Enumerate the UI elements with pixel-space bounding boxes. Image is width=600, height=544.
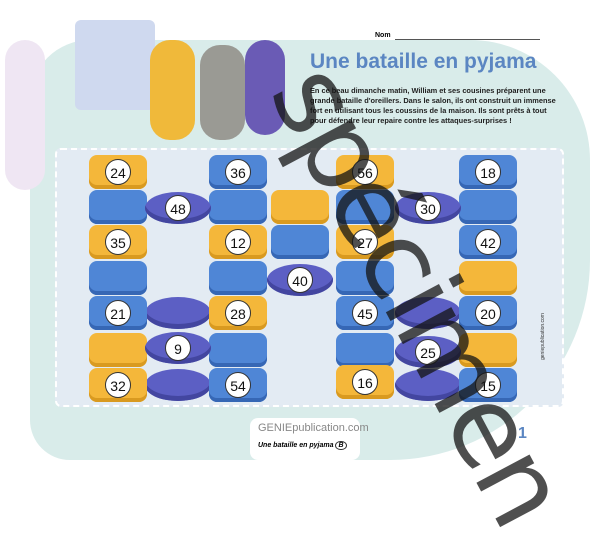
round-cushion (145, 297, 211, 329)
pillow: 35 (89, 225, 147, 259)
pillow: 28 (209, 296, 267, 330)
name-label: Nom (375, 32, 391, 39)
pillow-number: 36 (225, 159, 251, 185)
pillow: 24 (89, 155, 147, 189)
pillow-number: 30 (415, 195, 441, 221)
pillow: 54 (209, 368, 267, 402)
pillow (336, 261, 394, 295)
round-cushion (145, 369, 211, 401)
pillow (89, 333, 147, 367)
penguin-character-illustration (245, 40, 285, 135)
round-cushion: 40 (267, 264, 333, 296)
pillow (89, 190, 147, 224)
pillow-number: 25 (415, 339, 441, 365)
pillow-number: 56 (352, 159, 378, 185)
pillow-number: 32 (105, 372, 131, 398)
round-cushion (395, 369, 461, 401)
pillow: 42 (459, 225, 517, 259)
pillow: 36 (209, 155, 267, 189)
page-number: 1 (518, 425, 527, 442)
living-room-illustration (75, 20, 155, 110)
round-cushion: 9 (145, 332, 211, 364)
unicorn-character-illustration (5, 40, 45, 190)
pillow: 15 (459, 368, 517, 402)
pillow (336, 190, 394, 224)
pillow: 27 (336, 225, 394, 259)
pillow: 21 (89, 296, 147, 330)
raccoon-character-illustration (200, 45, 245, 140)
pillow-number: 48 (165, 195, 191, 221)
pillow (209, 261, 267, 295)
worksheet-subtitle: Une bataille en pyjama (258, 442, 334, 449)
pillow-number: 20 (475, 300, 501, 326)
pillow-number: 35 (105, 229, 131, 255)
pillow-number: 9 (165, 335, 191, 361)
publisher-logo: GENIEpublication.com Une bataille en pyj… (250, 418, 369, 460)
pillow (459, 190, 517, 224)
tiger-character-illustration (150, 40, 195, 140)
pillow: 16 (336, 365, 394, 399)
pillow: 45 (336, 296, 394, 330)
pillow-number: 40 (287, 267, 313, 293)
pillow-number: 16 (352, 369, 378, 395)
round-cushion: 48 (145, 192, 211, 224)
logo-text: GENIEpublication.com (258, 422, 369, 434)
pillow-number: 27 (352, 229, 378, 255)
pillow-number: 21 (105, 300, 131, 326)
pillow-number: 42 (475, 229, 501, 255)
pillow (271, 225, 329, 259)
round-cushion (395, 297, 461, 329)
name-field[interactable] (395, 39, 540, 40)
pillow (209, 190, 267, 224)
pillow: 20 (459, 296, 517, 330)
pillow-number: 15 (475, 372, 501, 398)
pillow-number: 18 (475, 159, 501, 185)
page-title: Une bataille en pyjama (310, 50, 537, 73)
pillow: 32 (89, 368, 147, 402)
pillow-number: 54 (225, 372, 251, 398)
side-url: geniepublication.com (540, 313, 546, 360)
pillow (459, 261, 517, 295)
pillow (336, 333, 394, 367)
pillow (459, 333, 517, 367)
pillow (271, 190, 329, 224)
pillow-number: 24 (105, 159, 131, 185)
level-badge: B (335, 441, 347, 450)
round-cushion: 30 (395, 192, 461, 224)
pillow (89, 261, 147, 295)
pillow-number: 28 (225, 300, 251, 326)
pillow: 12 (209, 225, 267, 259)
pillow: 56 (336, 155, 394, 189)
round-cushion: 25 (395, 336, 461, 368)
story-text: En ce beau dimanche matin, William et se… (310, 86, 556, 125)
pillow-number: 45 (352, 300, 378, 326)
pillow-number: 12 (225, 229, 251, 255)
pillow: 18 (459, 155, 517, 189)
pillow (209, 333, 267, 367)
